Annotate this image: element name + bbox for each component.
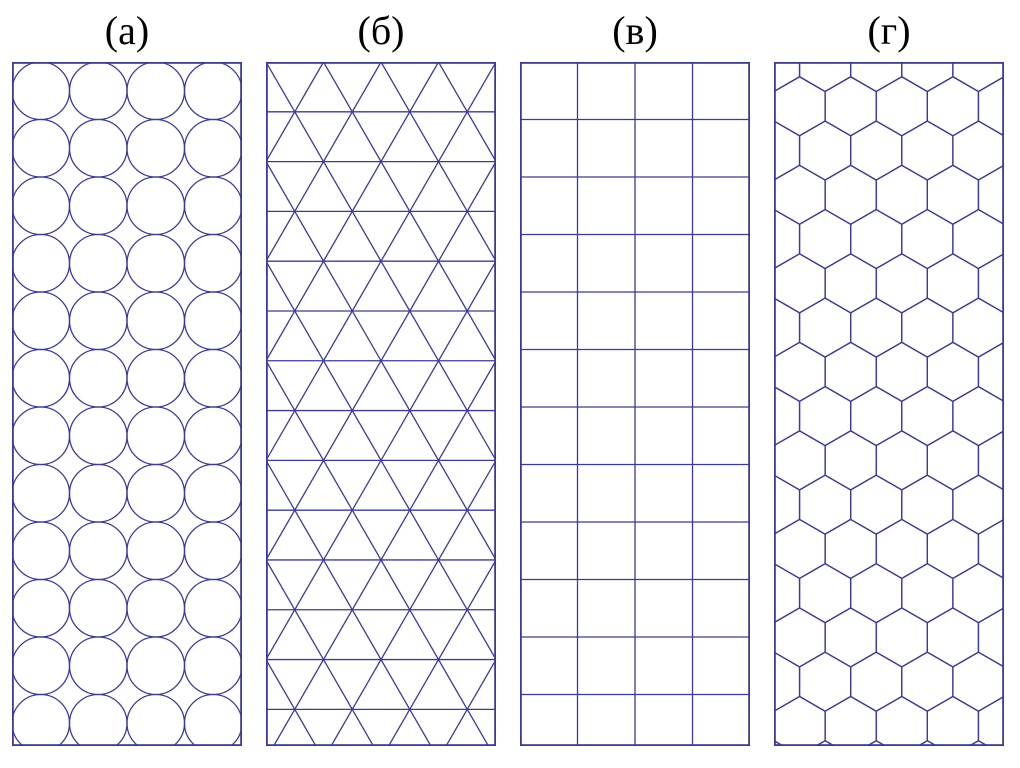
panel-v-label: (в) — [612, 8, 658, 53]
panel-v: (в) — [520, 4, 750, 768]
panel-b: (б) — [266, 4, 496, 768]
panel-b-label: (б) — [357, 8, 405, 53]
panel-a-circle-pattern — [12, 62, 242, 746]
panel-g: (г) — [774, 4, 1004, 768]
panel-a-label: (а) — [104, 8, 150, 53]
panel-b-triangle-pattern — [266, 62, 496, 746]
panel-g-label: (г) — [867, 8, 911, 53]
panel-a: (а) — [12, 4, 242, 768]
panel-v-square-pattern — [520, 62, 750, 746]
panel-g-hexagon-pattern — [774, 62, 1004, 746]
